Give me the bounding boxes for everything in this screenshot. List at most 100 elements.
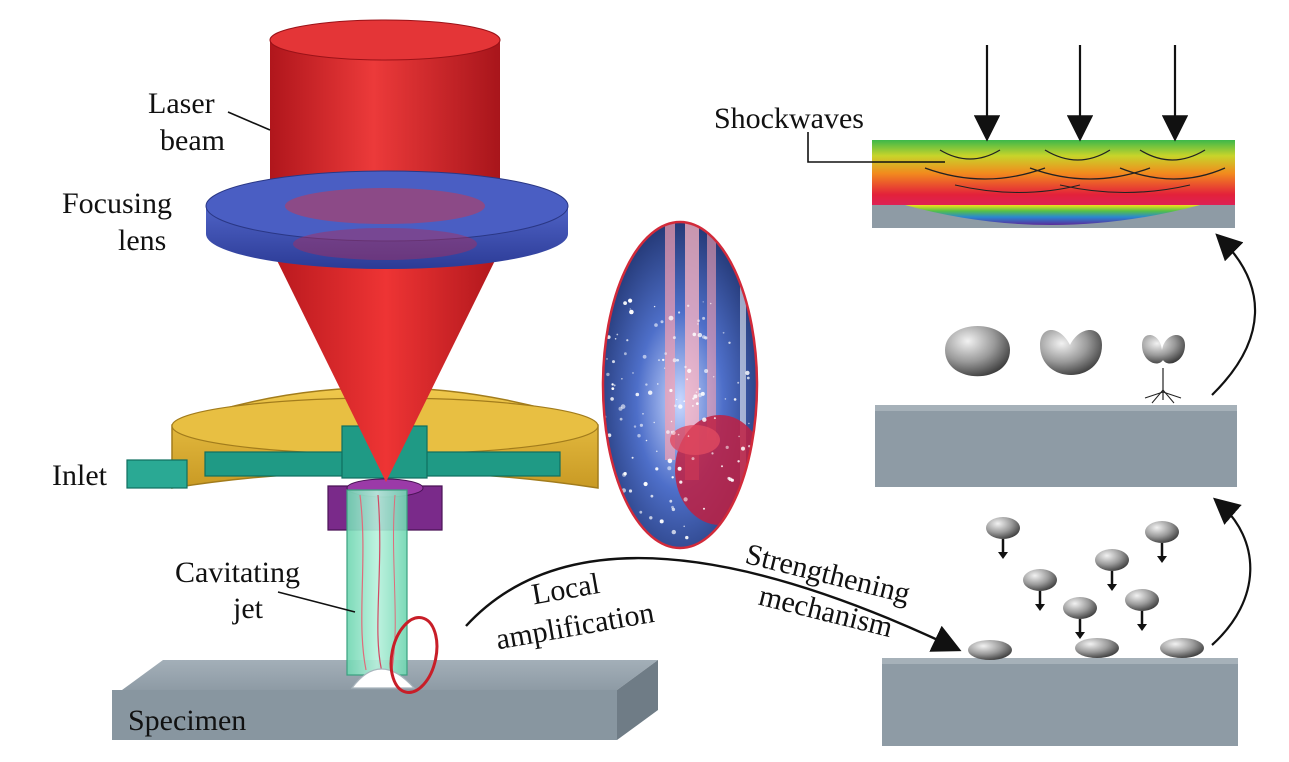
sparkle [660,320,664,324]
sparkle [611,387,615,390]
sparkle [653,421,655,424]
cavitating-jet-label-line2: jet [232,592,264,625]
sparkle [711,452,714,455]
sparkle [685,535,689,540]
bubble-motion-arrowhead [1107,584,1117,591]
shockwaves-leader [807,132,945,163]
sparkle [643,481,648,487]
sparkle [612,360,615,364]
sparkle [687,304,690,307]
falling-bubble [986,517,1020,539]
sparkle [645,383,648,386]
highlight-ring [389,616,439,694]
sparkle [659,519,664,524]
sparkle [683,497,688,502]
sparkle [629,309,634,315]
sparkle [669,388,673,393]
sparkle [645,439,648,442]
cavitating-jet [346,489,416,689]
sparkle [642,354,647,359]
sparkle [619,417,623,421]
sparkle [677,433,680,436]
sparkle [616,333,619,336]
sparkle [666,430,670,434]
specimen-block [112,660,658,740]
sparkle [603,533,608,537]
sparkle [650,494,654,498]
landed-bubble [1075,638,1119,658]
magnified-bubble-image [601,220,759,550]
panel-bubble-impact [882,517,1238,746]
inlet-label: Inlet [52,459,108,492]
sparkle [639,510,643,514]
sparkle [606,358,608,360]
falling-bubble [1125,589,1159,611]
sparkle [722,331,725,334]
sparkle [607,433,612,438]
sparkle [692,332,697,337]
sparkle [737,381,740,384]
sparkle [613,384,616,387]
sparkle [686,378,688,381]
sparkle [623,301,627,305]
sparkle [733,398,737,401]
sparkle [642,413,644,415]
bubble-motion-arrowhead [1035,604,1045,611]
amplification-arrow [465,556,962,652]
sparkle [728,477,733,482]
focusing-lens-label-line2: lens [118,224,166,257]
sparkle [626,339,629,342]
sparkle [709,302,712,305]
sparkle [724,398,727,400]
cavitating-jet-leader [277,591,356,613]
sparkle [671,430,676,435]
sparkle [610,397,614,401]
sparkle [691,457,695,461]
sparkle [672,358,677,363]
sparkle [698,387,701,390]
sparkle [725,445,729,449]
sparkle [621,378,623,380]
sparkle [671,476,674,479]
sparkle [631,456,634,459]
sparkle [727,534,732,539]
sparkle [747,489,753,495]
sparkle [671,529,676,535]
focusing-lens [205,170,569,269]
sparkle [713,417,716,420]
sparkle [628,489,633,493]
arrow-to-panel-3 [1211,233,1257,396]
sparkle [697,332,703,338]
sparkle [683,400,685,403]
sparkle [678,404,683,409]
falling-bubble [1063,597,1097,619]
sparkle [648,539,650,541]
sparkle [702,417,707,422]
sparkle [676,398,678,401]
panel-bubble-collapse [875,326,1237,487]
sparkle [611,383,614,386]
sparkle [728,341,731,344]
sparkle [633,425,637,428]
sparkle [684,365,687,369]
sparkle [749,513,752,516]
laser-beam-leader [227,111,271,131]
sparkle [697,319,700,323]
sparkle [702,316,706,320]
sparkle [692,405,694,407]
sparkle [737,460,740,463]
sparkle [669,499,673,503]
sparkle [629,535,632,538]
sparkle [742,504,746,509]
bubble-motion-arrowhead [1157,556,1167,563]
sparkle [606,372,610,377]
sparkle [657,383,659,385]
sparkle [670,431,673,433]
focusing-lens-label-line1: Focusing [62,187,172,220]
falling-bubbles [968,517,1204,660]
sparkle [748,422,750,425]
bubble-motion-arrowhead [1075,632,1085,639]
arrow-to-panel-2 [1211,497,1252,646]
